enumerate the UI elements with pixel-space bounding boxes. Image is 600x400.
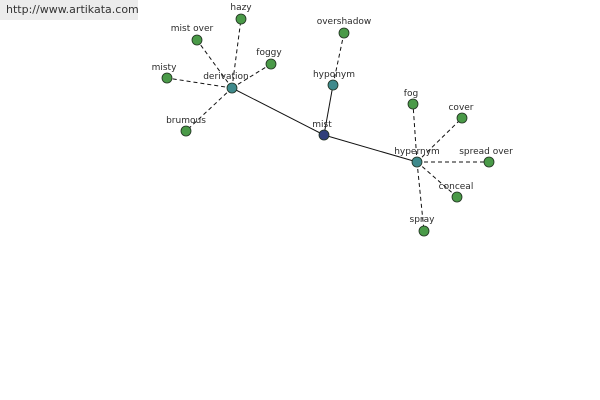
- leaf-node-foggy[interactable]: [265, 58, 277, 70]
- leaf-label-cover[interactable]: cover: [448, 103, 473, 113]
- leaf-label-spread-over[interactable]: spread over: [459, 147, 513, 157]
- edge-derivation-misty: [166, 77, 233, 89]
- edge-hypernym-cover: [416, 117, 463, 163]
- leaf-label-spray[interactable]: spray: [410, 215, 436, 225]
- leaf-node-overshadow[interactable]: [338, 27, 350, 39]
- graph-nodes: hazy mist over foggy misty brumous overshadow…: [152, 3, 513, 237]
- hub-label-hyponym[interactable]: hyponym: [313, 70, 355, 80]
- leaf-label-hazy[interactable]: hazy: [230, 3, 252, 13]
- hub-node-derivation[interactable]: [226, 82, 238, 94]
- edge-hyponym-overshadow: [332, 32, 345, 86]
- edge-mist-derivation: [231, 87, 325, 136]
- leaf-label-foggy[interactable]: foggy: [256, 48, 282, 58]
- hub-node-hypernym[interactable]: [411, 156, 423, 168]
- source-url-banner: http://www.artikata.com: [0, 0, 138, 20]
- leaf-label-brumous[interactable]: brumous: [166, 116, 206, 126]
- leaf-node-hazy[interactable]: [235, 13, 247, 25]
- hub-label-hypernym[interactable]: hypernym: [394, 147, 440, 157]
- leaf-label-fog[interactable]: fog: [404, 89, 418, 99]
- source-url-text[interactable]: http://www.artikata.com: [6, 3, 138, 16]
- edge-derivation-hazy: [231, 18, 242, 89]
- hub-node-hyponym[interactable]: [327, 79, 339, 91]
- edge-derivation-foggy: [231, 63, 272, 89]
- edge-mist-hyponym: [323, 84, 334, 136]
- leaf-node-cover[interactable]: [456, 112, 468, 124]
- edge-hypernym-conceal: [416, 161, 458, 198]
- leaf-label-misty[interactable]: misty: [152, 63, 177, 73]
- graph-edges: [166, 18, 489, 232]
- edge-mist-hypernym: [323, 134, 418, 163]
- edge-hypernym-spray: [416, 161, 425, 232]
- leaf-node-spray[interactable]: [418, 225, 430, 237]
- center-label-mist[interactable]: mist: [312, 120, 332, 130]
- center-node-mist[interactable]: [318, 129, 330, 141]
- leaf-node-spread-over[interactable]: [483, 156, 495, 168]
- leaf-label-conceal[interactable]: conceal: [439, 182, 474, 192]
- leaf-node-brumous[interactable]: [180, 125, 192, 137]
- edge-derivation-mist-over: [196, 39, 233, 89]
- leaf-node-fog[interactable]: [407, 98, 419, 110]
- edge-hypernym-fog: [412, 103, 418, 163]
- leaf-node-conceal[interactable]: [451, 191, 463, 203]
- hub-label-derivation[interactable]: derivation: [203, 72, 249, 82]
- edge-derivation-brumous: [185, 87, 233, 132]
- leaf-node-misty[interactable]: [161, 72, 173, 84]
- leaf-label-mist-over[interactable]: mist over: [171, 24, 214, 34]
- leaf-node-mist-over[interactable]: [191, 34, 203, 46]
- leaf-label-overshadow[interactable]: overshadow: [317, 17, 372, 27]
